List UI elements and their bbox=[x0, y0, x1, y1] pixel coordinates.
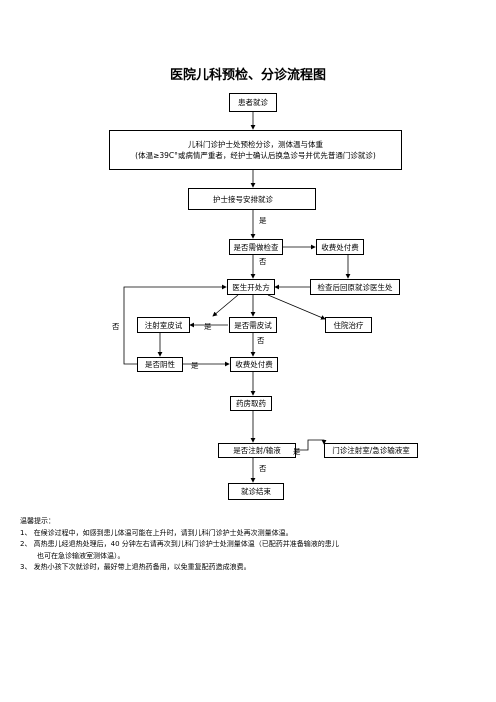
label-yes-negative: 是 bbox=[191, 361, 199, 370]
node-register: 护士接号安排就诊 bbox=[188, 188, 316, 210]
node-need-skin: 是否需皮试 bbox=[229, 317, 277, 333]
node-start: 患者就诊 bbox=[229, 93, 277, 112]
node-pay-exam: 收费处付费 bbox=[316, 239, 364, 255]
node-negative: 是否阴性 bbox=[137, 357, 183, 372]
label-no-exam: 否 bbox=[259, 257, 267, 266]
node-end: 就诊结束 bbox=[228, 483, 284, 500]
node-infusion-room: 门诊注射室/急诊输液室 bbox=[324, 443, 418, 458]
node-pharmacy: 药房取药 bbox=[230, 396, 272, 411]
node-pay-med: 收费处付费 bbox=[230, 357, 278, 372]
tip-item-3: 3、 发热小孩下次就诊时，最好带上退热药备用，以免重复配药造成浪费。 bbox=[20, 563, 251, 571]
tips-heading: 温馨提示： bbox=[20, 517, 55, 525]
label-yes-register: 是 bbox=[259, 216, 267, 225]
node-triage: 儿科门诊护士处预检分诊，测体温与体重 (体温≥39C°或病情严重者，经护士确认后… bbox=[109, 130, 402, 170]
node-skin-room: 注射室皮试 bbox=[137, 317, 190, 333]
node-doctor: 医生开处方 bbox=[227, 279, 275, 295]
node-hospital: 住院治疗 bbox=[325, 317, 372, 333]
label-no-injection: 否 bbox=[259, 464, 267, 473]
page-title: 医院儿科预检、分诊流程图 bbox=[169, 68, 326, 83]
node-triage-line1: 儿科门诊护士处预检分诊，测体温与体重 bbox=[188, 139, 323, 149]
label-no-skin: 否 bbox=[257, 336, 265, 345]
label-yes-injection: 是 bbox=[293, 447, 301, 456]
tip-item-1: 1、 在候诊过程中，如感到患儿体温可能在上升时，请到儿科门诊护士处再次测量体温。 bbox=[20, 528, 293, 537]
tip-item-2-continued: 也可在急诊输液室测体温）。 bbox=[37, 551, 125, 560]
tips-section: 温馨提示： 1、 在候诊过程中，如感到患儿体温可能在上升时，请到儿科门诊护士处再… bbox=[20, 516, 480, 574]
label-no-left: 否 bbox=[112, 322, 120, 331]
tip-item-2: 2、 高热患儿经退热处理后，40 分钟左右请再次到儿科门诊护士处测量体温（已配药… bbox=[20, 540, 339, 548]
node-need-exam: 是否需做检查 bbox=[229, 239, 283, 255]
node-triage-line2: (体温≥39C°或病情严重者，经护士确认后换急诊号并优先普通门诊就诊) bbox=[135, 151, 376, 160]
label-yes-skin: 是 bbox=[204, 322, 212, 331]
node-injection: 是否注射/输液 bbox=[218, 443, 296, 458]
node-return-doctor: 检查后回原就诊医生处 bbox=[310, 279, 400, 295]
